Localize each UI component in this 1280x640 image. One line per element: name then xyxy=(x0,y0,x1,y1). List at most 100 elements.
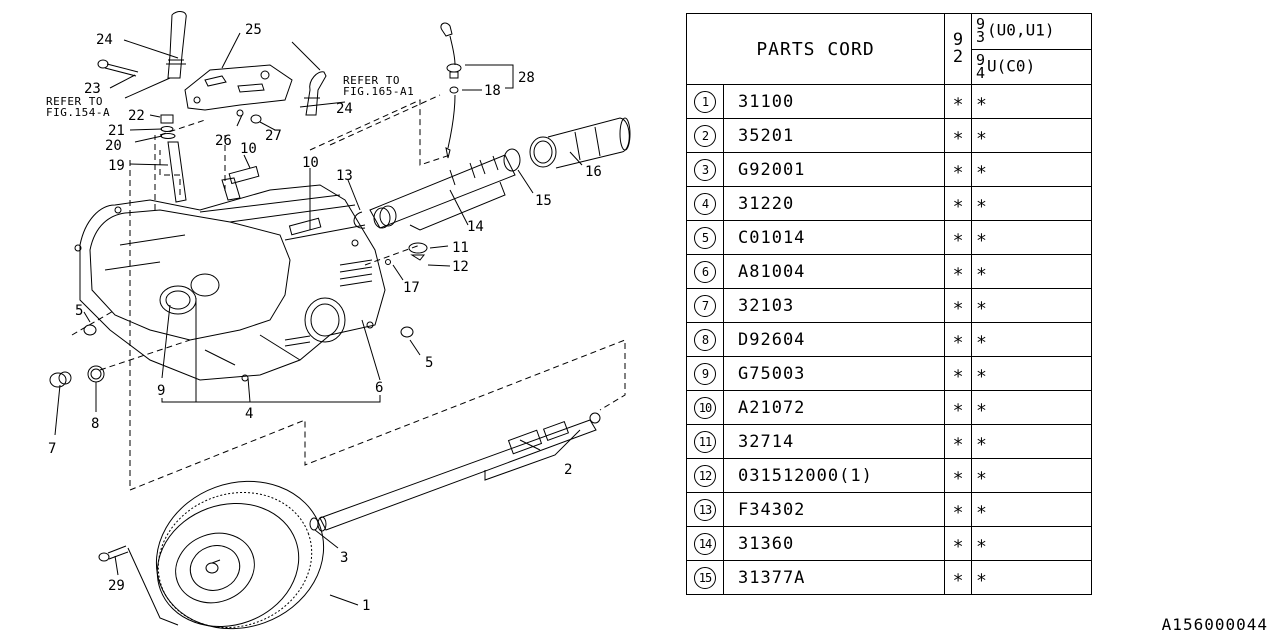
applicability-92-cell: ∗ xyxy=(944,84,972,119)
callout-labels: 24 25 23 24 22 21 20 19 26 27 10 10 13 1… xyxy=(46,22,602,614)
applicability-92-cell: ∗ xyxy=(944,288,972,323)
ref-number-circle: 3 xyxy=(694,158,716,181)
ref-number-cell: 2 xyxy=(686,118,724,153)
callout-7: 7 xyxy=(48,441,56,457)
bolt-5-right xyxy=(400,326,414,338)
ref-number-circle: 2 xyxy=(694,124,716,147)
applicability-93-94-cell: ∗ xyxy=(971,186,1092,221)
applicability-93-94-cell: ∗ xyxy=(971,560,1092,595)
callout-1: 1 xyxy=(362,598,370,614)
part-code-cell: C01014 xyxy=(723,220,945,255)
callout-28: 28 xyxy=(518,70,535,86)
torque-converter-1 xyxy=(155,480,325,630)
applicability-93-94-cell: ∗ xyxy=(971,356,1092,391)
part-code-cell: 31360 xyxy=(723,526,945,561)
applicability-93-94-cell: ∗ xyxy=(971,152,1092,187)
part-code-cell: 31220 xyxy=(723,186,945,221)
callout-21: 21 xyxy=(108,123,125,139)
ref-number-cell: 5 xyxy=(686,220,724,255)
ref-number-circle: 12 xyxy=(694,464,716,487)
ref-number-circle: 11 xyxy=(694,430,716,453)
ref-number-cell: 8 xyxy=(686,322,724,357)
ref-number-circle: 4 xyxy=(694,192,716,215)
ref-number-circle: 5 xyxy=(694,226,716,249)
applicability-92-cell: ∗ xyxy=(944,424,972,459)
callout-14: 14 xyxy=(467,219,484,235)
callout-13: 13 xyxy=(336,168,353,184)
callout-15: 15 xyxy=(535,193,552,209)
applicability-92-cell: ∗ xyxy=(944,152,972,187)
dipstick-28 xyxy=(440,22,462,159)
callout-25: 25 xyxy=(245,22,262,38)
parts-cord-header: PARTS CORD xyxy=(686,13,945,85)
ref-number-cell: 7 xyxy=(686,288,724,323)
circlip-13 xyxy=(353,211,366,229)
callout-24-left: 24 xyxy=(96,32,113,48)
callout-18: 18 xyxy=(484,83,501,99)
callout-3: 3 xyxy=(340,550,348,566)
ref-number-circle: 15 xyxy=(694,566,716,589)
ref-number-circle: 7 xyxy=(694,294,716,317)
bolt-23 xyxy=(97,59,139,77)
callout-17: 17 xyxy=(403,280,420,296)
callout-4: 4 xyxy=(245,406,253,422)
applicability-93-94-cell: ∗ xyxy=(971,220,1092,255)
applicability-93-94-cell: ∗ xyxy=(971,288,1092,323)
ref-number-circle: 1 xyxy=(694,90,716,113)
callout-29: 29 xyxy=(108,578,125,594)
nut-26 xyxy=(236,109,244,117)
callout-20: 20 xyxy=(105,138,122,154)
callout-12: 12 xyxy=(452,259,469,275)
refer-note-right-line2: FIG.165-A1 xyxy=(343,85,414,98)
applicability-93-94-cell: ∗ xyxy=(971,492,1092,527)
applicability-93-94-cell: ∗ xyxy=(971,424,1092,459)
applicability-92-cell: ∗ xyxy=(944,526,972,561)
assembly-guide-lines xyxy=(71,94,626,491)
applicability-92-cell: ∗ xyxy=(944,186,972,221)
ref-number-cell: 11 xyxy=(686,424,724,459)
applicability-93-94-cell: ∗ xyxy=(971,458,1092,493)
refer-note-left-line2: FIG.154-A xyxy=(46,106,110,119)
seal-15 xyxy=(503,148,521,172)
applicability-93-94-cell: ∗ xyxy=(971,526,1092,561)
speedo-gear-11 xyxy=(408,242,428,261)
ref-number-cell: 15 xyxy=(686,560,724,595)
figure-code: A156000044 xyxy=(1161,615,1268,634)
applicability-92-cell: ∗ xyxy=(944,322,972,357)
bolt-29 xyxy=(98,545,129,562)
ref-number-circle: 9 xyxy=(694,362,716,385)
ref-number-cell: 6 xyxy=(686,254,724,289)
callout-11: 11 xyxy=(452,240,469,256)
applicability-92-cell: ∗ xyxy=(944,560,972,595)
ref-number-cell: 3 xyxy=(686,152,724,187)
callout-9: 9 xyxy=(157,383,165,399)
callout-24-right: 24 xyxy=(336,101,353,117)
ref-number-cell: 13 xyxy=(686,492,724,527)
applicability-92-cell: ∗ xyxy=(944,220,972,255)
callout-10-lower: 10 xyxy=(302,155,319,171)
applicability-93-94-cell: ∗ xyxy=(971,118,1092,153)
exploded-parts-diagram: 24 25 23 24 22 21 20 19 26 27 10 10 13 1… xyxy=(46,11,631,630)
part-code-cell: 32103 xyxy=(723,288,945,323)
callout-10-upper: 10 xyxy=(240,141,257,157)
part-code-cell: D92604 xyxy=(723,322,945,357)
applicability-92-cell: ∗ xyxy=(944,390,972,425)
o-ring-3 xyxy=(309,517,319,531)
ref-number-cell: 10 xyxy=(686,390,724,425)
callout-23: 23 xyxy=(84,81,101,97)
refer-note-left-line1: REFER TO xyxy=(46,95,103,108)
callout-8: 8 xyxy=(91,416,99,432)
part-code-cell: G75003 xyxy=(723,356,945,391)
